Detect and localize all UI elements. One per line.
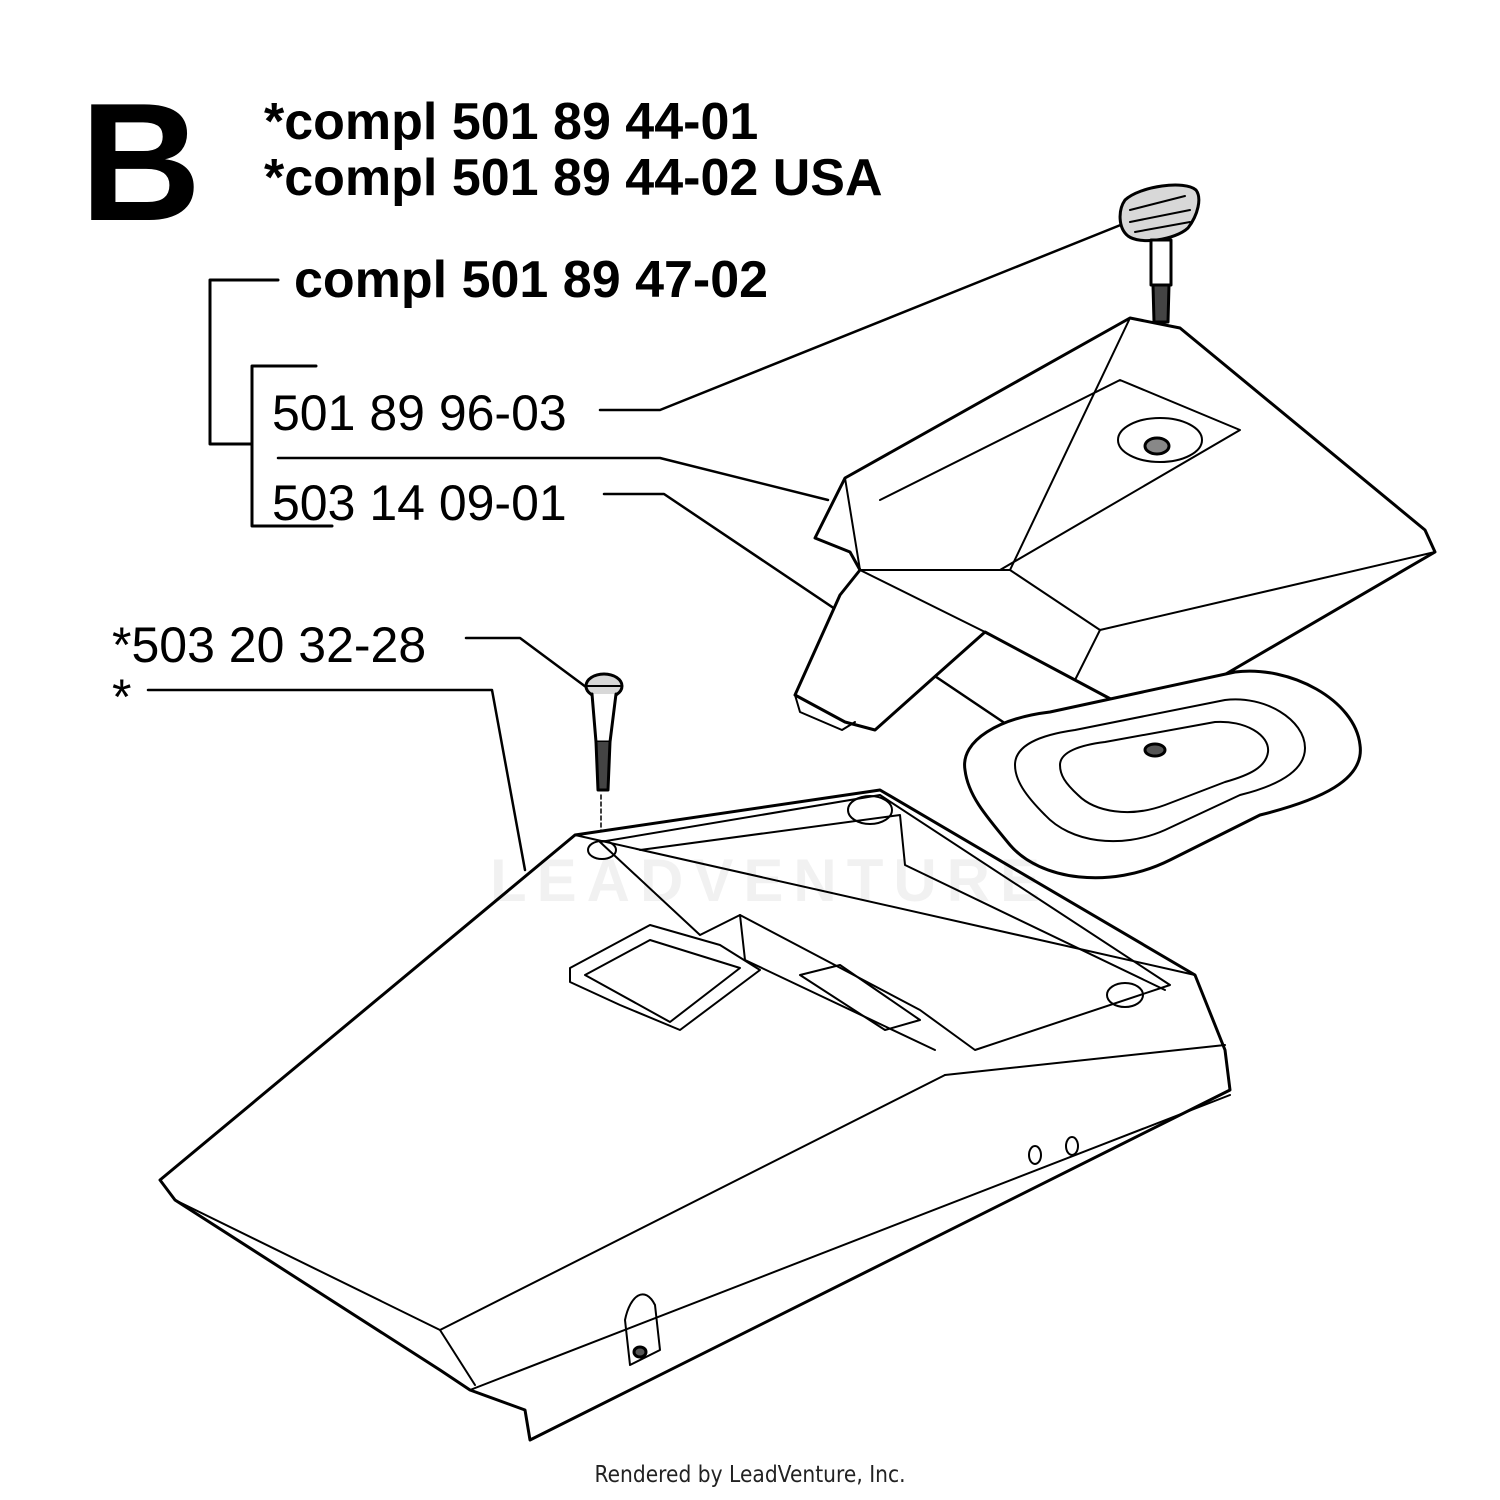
watermark: LEADVENTURE — [490, 847, 1051, 914]
kit-bracket — [208, 278, 334, 528]
leader-knob — [598, 220, 1130, 412]
part-label-knob: 501 89 96-03 — [272, 385, 567, 441]
kit-number-2: *compl 501 89 44-02 USA — [264, 149, 883, 207]
kit-number-3: compl 501 89 47-02 — [294, 251, 769, 309]
footer-credit: Rendered by LeadVenture, Inc. — [594, 1462, 906, 1488]
part-label-screw: *503 20 32-28 — [112, 617, 427, 673]
leader-lines — [146, 220, 1161, 872]
top-cover — [793, 316, 1437, 732]
main-housing — [158, 788, 1232, 1442]
part-label-cover: 503 14 09-01 — [272, 475, 567, 531]
knob-screw — [1118, 183, 1201, 324]
gasket-plate — [963, 669, 1362, 880]
kit-number-1: *compl 501 89 44-01 — [264, 93, 759, 151]
leader-housing — [146, 688, 527, 872]
part-label-housing: * — [112, 669, 132, 725]
section-letter: B — [80, 68, 202, 256]
leader-screw — [464, 636, 592, 692]
leader-cover — [276, 456, 830, 502]
small-screw — [584, 672, 624, 792]
